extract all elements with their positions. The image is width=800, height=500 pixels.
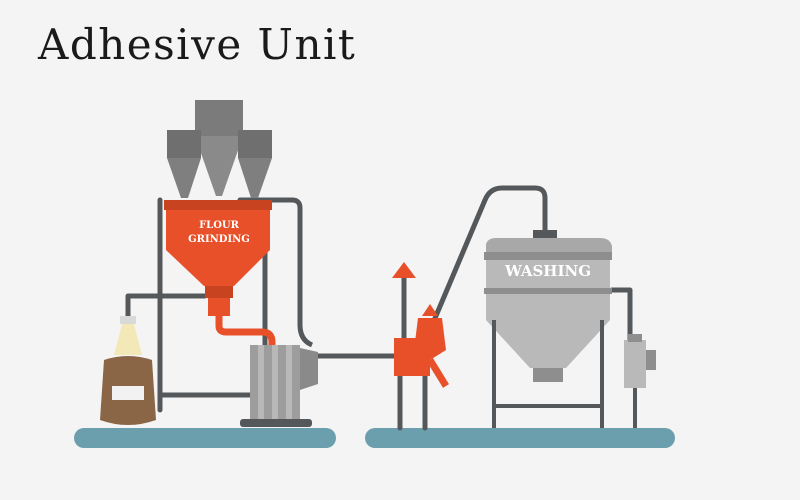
tank-cap <box>533 230 557 238</box>
flour-label-line2: GRINDING <box>188 234 250 245</box>
cyclone-return-pipe <box>237 197 303 323</box>
mixer-stripe-2 <box>272 345 278 419</box>
sack-label <box>112 386 144 400</box>
flour-label-line1: FLOUR <box>199 220 240 231</box>
pump-arrow <box>422 304 438 316</box>
grinder-hopper <box>166 210 270 286</box>
left-base-platform <box>74 428 336 448</box>
flour-grinding-machine: FLOUR GRINDING <box>164 200 272 316</box>
sack-feed-pipe <box>125 293 208 319</box>
mixer-foot <box>240 419 312 427</box>
tank-band <box>484 252 612 260</box>
valve-handle <box>646 350 656 370</box>
side-valve <box>624 334 656 428</box>
dispenser-nozzle <box>120 316 136 324</box>
right-base-platform <box>365 428 675 448</box>
tank-mid-band <box>484 288 612 294</box>
washing-label: WASHING <box>504 262 591 280</box>
pump-outlet <box>427 358 449 388</box>
riser-arrow <box>392 262 416 278</box>
mixer-side-cone <box>300 348 318 390</box>
washing-tank: WASHING <box>484 230 612 382</box>
cyclone-left <box>167 158 201 198</box>
page-title: Adhesive Unit <box>38 20 357 69</box>
cyclone-right-top <box>238 130 272 158</box>
tank-cone <box>486 320 610 368</box>
pump-to-washer-pipe <box>427 185 548 333</box>
grinder-neck <box>205 286 233 298</box>
tank-stand <box>492 320 604 428</box>
cyclone-right <box>238 158 272 198</box>
flour-sack <box>100 356 156 425</box>
tank-lid <box>486 238 612 252</box>
grinder-to-mixer-pipe <box>297 320 314 348</box>
cyclone-hopper-top <box>195 100 243 136</box>
pipe-network <box>125 185 633 431</box>
washer-drain-pipe <box>609 287 633 343</box>
cyclone-group <box>167 100 272 198</box>
valve-body <box>624 340 646 388</box>
grinder-top-rim <box>164 200 272 210</box>
pump-cone <box>414 318 446 360</box>
orange-pump <box>392 262 449 388</box>
sack-dispenser <box>114 316 142 355</box>
cyclone-left-top <box>167 130 201 158</box>
mixer-unit <box>240 345 318 427</box>
mixer-stripe-1 <box>258 345 264 419</box>
valve-head <box>628 334 642 342</box>
base-platforms <box>74 428 675 448</box>
flour-stream <box>114 324 142 355</box>
mixer-stripe-3 <box>286 345 292 419</box>
grinder-outlet <box>208 298 230 316</box>
orange-feed-pipe <box>215 316 276 348</box>
cyclone-center <box>195 136 243 196</box>
tank-outlet <box>533 368 563 382</box>
